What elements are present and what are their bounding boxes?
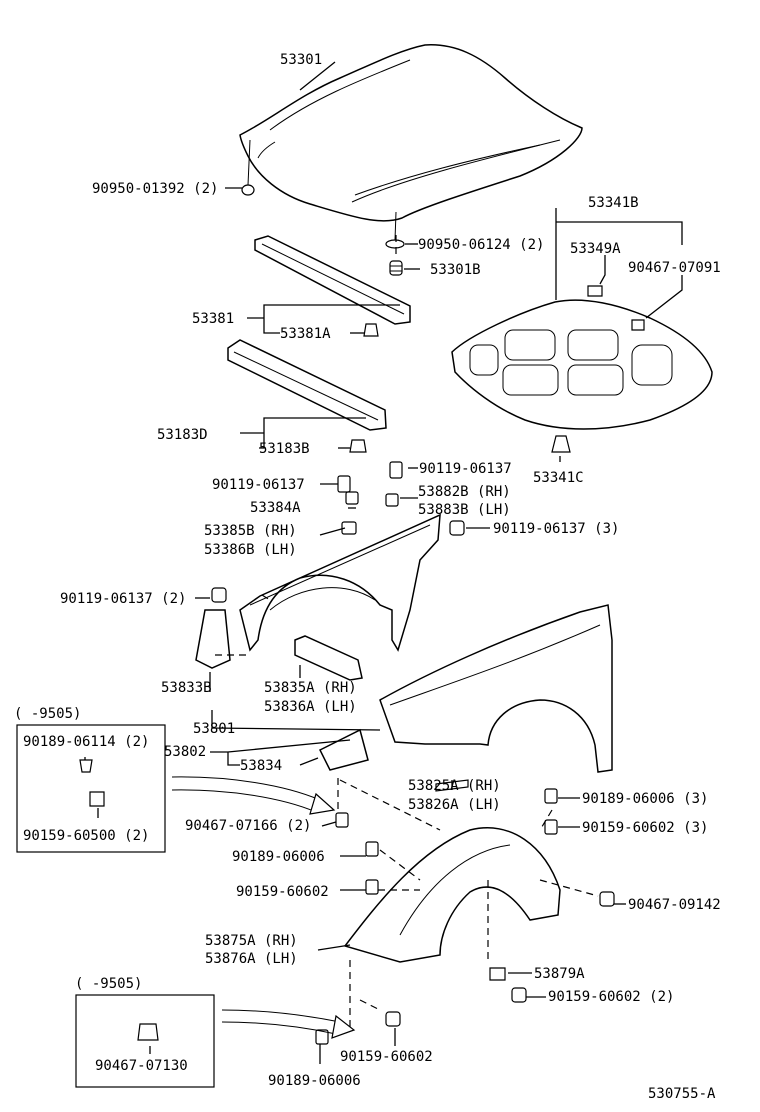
arrow-icon-bottom — [221, 1009, 356, 1039]
inset-top-part-b: 90159-60500 (2) — [23, 828, 149, 844]
arrow-icon-top — [171, 776, 336, 815]
inset-bottom-range: ( -9505) — [75, 976, 142, 992]
insulator-retainer-icon — [551, 435, 571, 453]
label-liner-rh: 53875A (RH) — [205, 933, 298, 949]
hood-stop-icon — [389, 260, 403, 276]
hood-cushion-right-icon — [385, 211, 405, 249]
apron-brace-part[interactable] — [294, 635, 363, 681]
clip-icon — [137, 1023, 159, 1041]
liner-clip-icon — [489, 967, 506, 981]
label-seal-front-clip: 53183B — [259, 441, 310, 457]
inset-bottom: ( -9505) 90467-07130 — [75, 976, 215, 1088]
label-seal-rear-clip: 53381A — [280, 326, 331, 342]
label-hood-cushion-r: 90950-06124 (2) — [418, 237, 544, 253]
inset-bottom-part-a: 90467-07130 — [95, 1058, 188, 1074]
hood-cushion-icon — [241, 139, 255, 196]
label-fender-rh: 53801 — [193, 721, 235, 737]
seal-front-clip-icon — [349, 439, 367, 453]
label-screw-1: 90189-06006 — [232, 849, 325, 865]
leader-lines — [84, 61, 683, 1064]
label-fender-support-rh: 53385B (RH) — [204, 523, 297, 539]
label-fender-support-lh: 53386B (LH) — [204, 542, 297, 558]
label-mudguard-rh: 53825A (RH) — [408, 778, 501, 794]
hood-panel[interactable] — [239, 44, 583, 222]
inset-top-range: ( -9505) — [14, 706, 81, 722]
label-apron-brace-rh: 53835A (RH) — [264, 680, 357, 696]
apron-bracket-part[interactable] — [195, 609, 231, 669]
label-hood-stop: 53301B — [430, 262, 481, 278]
label-bolt-c: 90119-06137 (3) — [493, 521, 619, 537]
label-bolt-d: 90119-06137 (2) — [60, 591, 186, 607]
seal-rear-clip-icon — [363, 323, 379, 337]
label-insulator-clip-a: 53349A — [570, 241, 621, 257]
label-insulator-retainer: 53341C — [533, 470, 584, 486]
label-bolt-bottom: 90159-60602 — [340, 1049, 433, 1065]
label-apron-bracket: 53833B — [161, 680, 212, 696]
label-insulator-clip-b: 90467-07091 — [628, 260, 721, 276]
label-liner-lh: 53876A (LH) — [205, 951, 298, 967]
inset-top-part-a: 90189-06114 (2) — [23, 734, 149, 750]
label-spacer: 53384A — [250, 500, 301, 516]
label-bolt-1: 90159-60602 — [236, 884, 329, 900]
label-screw-bottom: 90189-06006 — [268, 1073, 361, 1089]
label-mudguard-lh: 53826A (LH) — [408, 797, 501, 813]
label-bolt-b: 90119-06137 — [419, 461, 512, 477]
insulator-pad[interactable] — [451, 299, 713, 430]
fender-panel[interactable] — [379, 604, 613, 773]
label-apron-brace-lh: 53836A (LH) — [264, 699, 357, 715]
label-bolt-2: 90159-60602 (2) — [548, 989, 674, 1005]
screw-icon — [79, 759, 93, 773]
label-seal-front: 53183D — [157, 427, 208, 443]
inset-top: ( -9505) 90189-06114 (2) 90159-60500 (2) — [14, 706, 166, 853]
seal-rear-part[interactable] — [254, 235, 411, 325]
label-hood-cushion-l: 90950-01392 (2) — [92, 181, 218, 197]
label-clip-1: 90467-07166 (2) — [185, 818, 311, 834]
label-bolt-3: 90159-60602 (3) — [582, 820, 708, 836]
bolt-icon — [89, 791, 105, 807]
label-screw-3: 90189-06006 (3) — [582, 791, 708, 807]
label-fender-lh: 53802 — [164, 744, 206, 760]
label-liner-clip: 53879A — [534, 966, 585, 982]
label-bolt-a: 90119-06137 — [212, 477, 305, 493]
dashed-lines — [215, 235, 599, 1030]
label-hood: 53301 — [280, 52, 322, 68]
part-labels: 53301 90950-01392 (2) 90950-06124 (2) 53… — [60, 52, 721, 1102]
bolt-icons — [211, 461, 615, 1045]
label-insulator: 53341B — [588, 195, 639, 211]
label-fender-bracket: 53834 — [240, 758, 282, 774]
diagram-id: 530755-A — [648, 1086, 716, 1102]
fender-bracket-part[interactable] — [318, 728, 369, 771]
fender-apron-part[interactable] — [239, 513, 441, 652]
label-fender-bracket-lh: 53883B (LH) — [418, 502, 511, 518]
label-clip-2: 90467-09142 — [628, 897, 721, 913]
insulator-clip-icon — [587, 285, 645, 331]
seal-front-part[interactable] — [227, 339, 387, 431]
label-seal-rear: 53381 — [192, 311, 234, 327]
label-fender-bracket-rh: 53882B (RH) — [418, 484, 511, 500]
